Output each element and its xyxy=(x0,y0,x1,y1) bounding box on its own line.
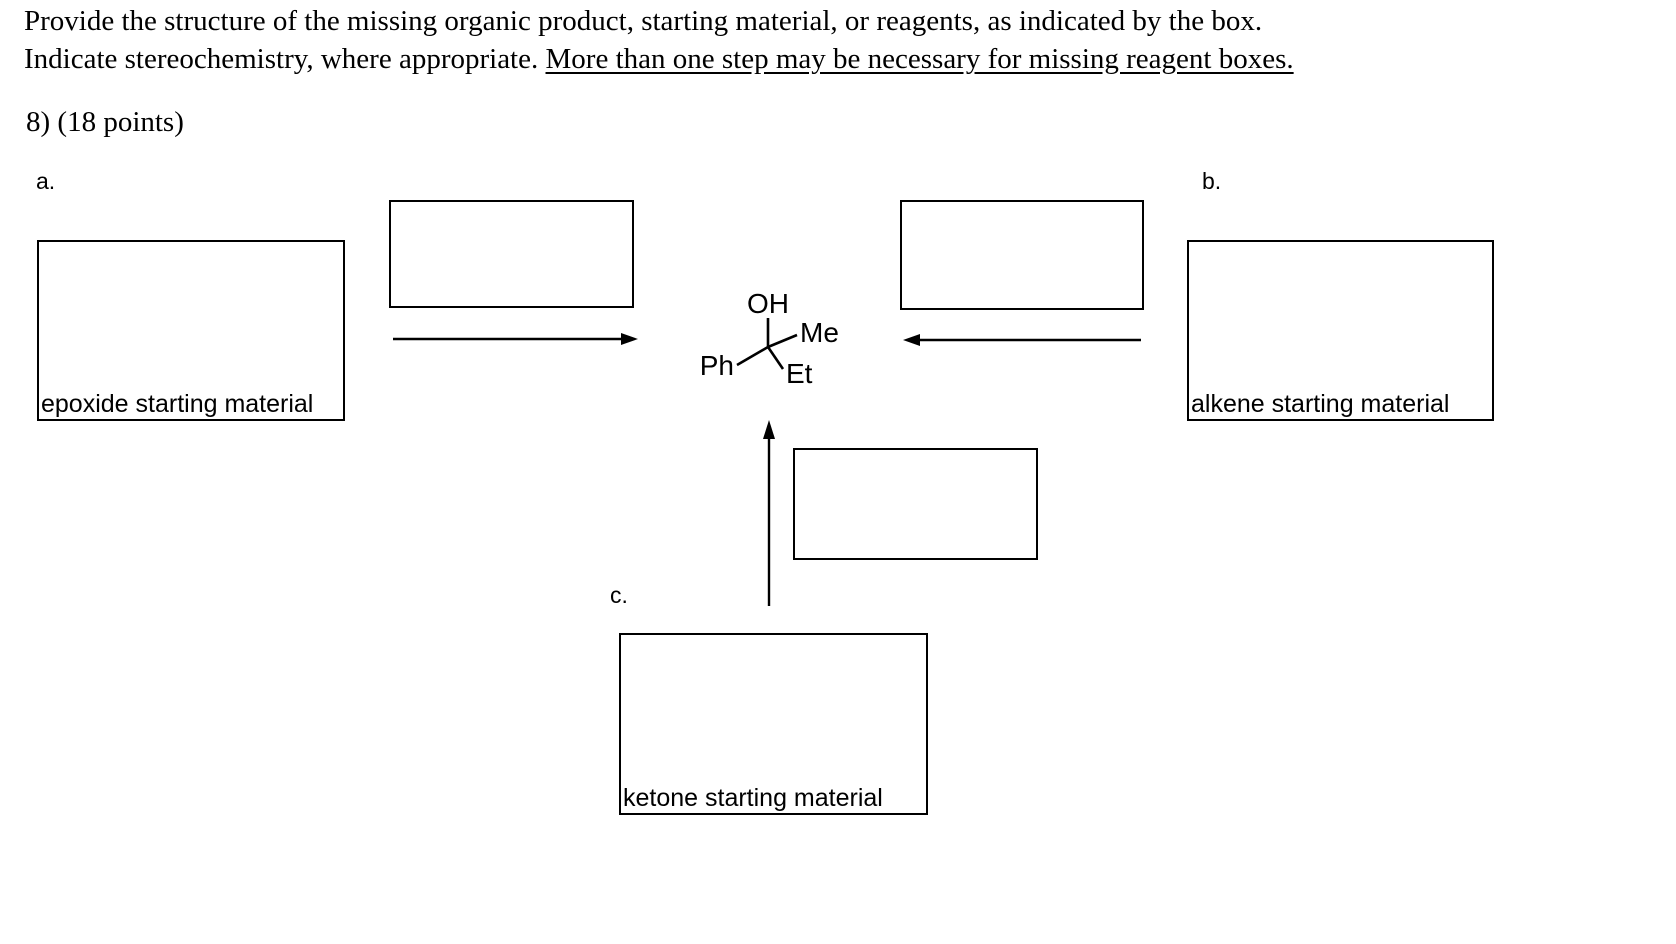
product-label-oh: OH xyxy=(747,288,789,319)
prompt-line-2: Indicate stereochemistry, where appropri… xyxy=(24,40,1664,78)
prompt-line-2-underlined: More than one step may be necessary for … xyxy=(545,43,1294,75)
product-structure: OH Me Et Ph xyxy=(690,285,870,400)
reagent-box-a[interactable] xyxy=(389,200,634,308)
product-label-ph: Ph xyxy=(700,350,734,381)
reaction-arrow-right xyxy=(393,328,638,350)
prompt-text: Provide the structure of the missing org… xyxy=(24,2,1664,78)
product-label-et: Et xyxy=(786,358,813,389)
epoxide-starting-material-label: epoxide starting material xyxy=(41,390,314,418)
part-label-a: a. xyxy=(36,168,56,194)
reagent-box-b[interactable] xyxy=(900,200,1144,310)
prompt-line-2-plain: Indicate stereochemistry, where appropri… xyxy=(24,43,546,75)
prompt-line-1: Provide the structure of the missing org… xyxy=(24,5,1263,37)
part-label-c: c. xyxy=(610,582,628,608)
question-points: 8) (18 points) xyxy=(26,106,184,138)
alkene-starting-material-box[interactable]: alkene starting material xyxy=(1187,240,1494,421)
reagent-box-c[interactable] xyxy=(793,448,1038,560)
product-label-me: Me xyxy=(800,317,839,348)
reaction-arrow-up xyxy=(758,420,780,606)
reaction-arrow-left xyxy=(903,329,1141,351)
epoxide-starting-material-box[interactable]: epoxide starting material xyxy=(37,240,345,421)
ketone-starting-material-box[interactable]: ketone starting material xyxy=(619,633,928,815)
ketone-starting-material-label: ketone starting material xyxy=(623,784,883,812)
alkene-starting-material-label: alkene starting material xyxy=(1191,390,1450,418)
part-label-b: b. xyxy=(1202,168,1222,194)
